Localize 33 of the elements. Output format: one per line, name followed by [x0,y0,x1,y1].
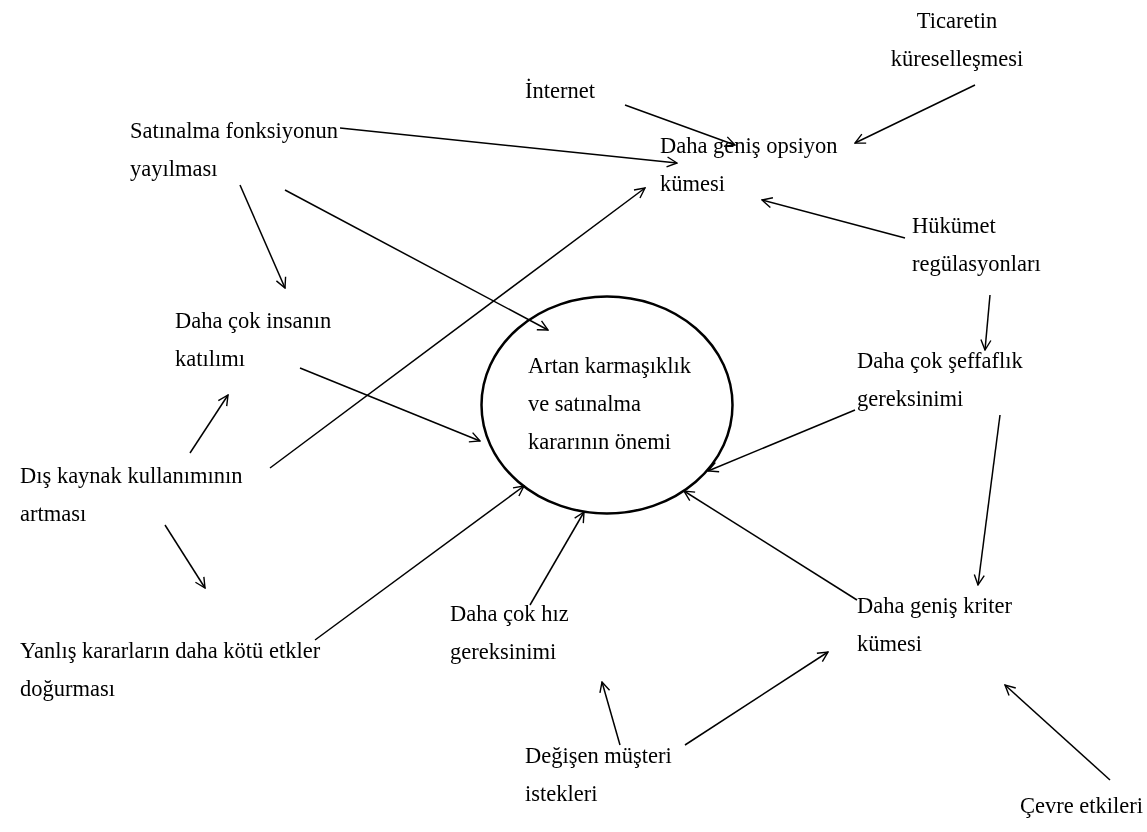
arrow [854,84,976,144]
arrow [684,651,829,746]
node-text: Daha geniş opsiyon kümesi [660,132,839,198]
arrow [269,187,646,469]
arrow [1004,684,1111,781]
arrow [599,681,621,746]
node-text: Daha çok şeffaflık gereksinimi [857,347,1024,413]
arrow [299,367,481,443]
node-text: Değişen müşteri istekleri [525,742,673,808]
arrow [284,189,549,331]
arrow [239,184,287,289]
arrow [973,414,1001,586]
arrow [314,485,525,641]
arrow [980,294,992,351]
arrow [683,490,858,601]
arrow [529,511,585,606]
arrow [761,197,906,239]
arrow [164,524,206,589]
node-text: Dış kaynak kullanımının artması [20,462,244,528]
node-text: Daha çok hız gereksinimi [450,600,570,666]
node-text: İnternet [525,77,596,105]
arrow [189,394,229,454]
node-text: Yanlış kararların daha kötü etkler doğurması [20,637,322,703]
node-text: Ticaretin küreselleşmesi [889,7,1025,73]
node-text: Artan karmaşıklık ve satınalma kararının önemi [528,352,693,456]
node-text: Hükümet regülasyonları [912,212,1042,278]
node-text: Daha çok insanın katılımı [175,307,333,373]
arrow [624,104,736,147]
node-text: Çevre etkileri [1020,792,1145,820]
node-text: Daha geniş kriter kümesi [857,592,1013,658]
arrow [339,127,678,168]
arrow [707,409,856,473]
node-text: Satınalma fonksiyonun yayılması [130,117,340,183]
